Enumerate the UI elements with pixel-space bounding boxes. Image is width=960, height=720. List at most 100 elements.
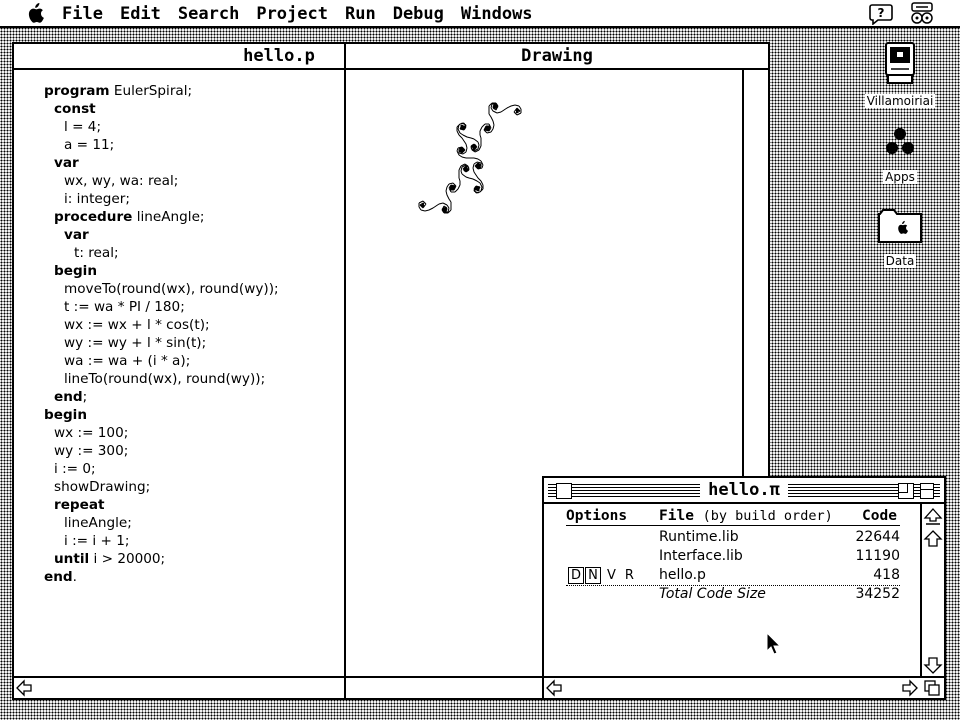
collapse-box-icon[interactable] [920, 483, 934, 499]
editor-title-bar[interactable]: hello.p [14, 44, 344, 70]
code-line: wa := wa + (i * a); [64, 353, 191, 369]
application-menu-icon[interactable] [908, 2, 936, 26]
project-vertical-scrollbar[interactable] [920, 504, 944, 676]
desktop-icon-disk[interactable]: Villamoiriai [858, 42, 942, 109]
close-box-icon[interactable] [556, 483, 572, 499]
code-keyword: var [54, 155, 79, 171]
code-line: var [44, 154, 279, 172]
project-title: hello.π [700, 482, 788, 499]
file-row-name[interactable]: Runtime.lib [659, 529, 739, 545]
scroll-down-arrow-icon[interactable] [923, 656, 943, 674]
drawing-canvas [418, 102, 522, 214]
code-line: end; [54, 389, 88, 405]
option-names-flag[interactable]: N [585, 567, 601, 584]
desktop-icon-data[interactable]: Data [872, 206, 928, 269]
svg-text:?: ? [878, 6, 885, 20]
code-line: var [44, 226, 279, 244]
code-keyword: repeat [54, 497, 105, 513]
code-keyword: end [54, 389, 83, 405]
menu-search[interactable]: Search [177, 4, 240, 24]
code-keyword: until [54, 551, 90, 567]
code-line: showDrawing; [54, 479, 151, 495]
project-window: hello.π Options File (by build order) Co… [542, 476, 946, 700]
code-keyword: begin [44, 407, 88, 423]
menu-file[interactable]: File [62, 4, 103, 24]
code-line: moveTo(round(wx), round(wy)); [64, 281, 279, 297]
code-line: i := i + 1; [64, 533, 130, 549]
option-r-flag[interactable]: R [624, 568, 634, 583]
file-row-code: 418 [873, 567, 900, 583]
total-code-size-value: 34252 [855, 586, 900, 602]
code-line: i := 0; [54, 461, 96, 477]
hard-disk-icon [885, 42, 915, 84]
code-line: lineTo(round(wx), round(wy)); [64, 371, 266, 387]
desktop-icon-label: Apps [883, 170, 917, 184]
code-line: t: real; [74, 245, 119, 261]
editor-horizontal-scrollbar[interactable] [14, 676, 344, 698]
menu-bar: File Edit Search Project Run Debug Windo… [0, 0, 960, 28]
data-folder-icon [878, 209, 922, 243]
help-balloon-icon[interactable]: ? [869, 3, 893, 25]
code-line: i: integer; [64, 191, 130, 207]
code-line: begin [44, 406, 279, 424]
editor-title: hello.p [243, 46, 315, 66]
menu-edit[interactable]: Edit [119, 4, 161, 24]
column-header-file[interactable]: File (by build order) [659, 508, 833, 524]
code-line: repeat [44, 496, 279, 514]
code-line: l = 4; [64, 119, 102, 135]
desktop-icon-label: Villamoiriai [864, 94, 936, 108]
total-divider [566, 585, 900, 586]
euler-spiral-drawing [418, 102, 522, 214]
code-line: lineAngle; [64, 515, 132, 531]
size-box-icon[interactable] [922, 678, 942, 698]
file-row-code: 22644 [855, 529, 900, 545]
file-row-name[interactable]: Interface.lib [659, 548, 743, 564]
code-line: procedure lineAngle; [54, 209, 205, 225]
code-line: until i > 20000; [54, 551, 166, 567]
file-row-code: 11190 [855, 548, 900, 564]
zoom-box-icon[interactable] [898, 483, 914, 499]
scroll-to-top-icon[interactable] [923, 508, 943, 526]
scroll-left-arrow-icon[interactable] [544, 678, 564, 698]
file-row-name[interactable]: hello.p [659, 567, 706, 583]
drawing-title: Drawing [521, 46, 593, 66]
scroll-left-arrow-icon[interactable] [14, 678, 34, 698]
menu-windows[interactable]: Windows [460, 4, 533, 24]
column-header-options[interactable]: Options [566, 508, 628, 524]
code-line: begin [44, 262, 279, 280]
mouse-cursor-icon [766, 632, 782, 655]
drawing-title-bar[interactable]: Drawing [346, 44, 768, 70]
desktop-icon-label: Data [883, 254, 917, 268]
header-divider [566, 525, 900, 526]
menu-debug[interactable]: Debug [392, 4, 444, 24]
column-header-code[interactable]: Code [862, 508, 897, 524]
code-keyword: begin [54, 263, 98, 279]
project-title-bar[interactable]: hello.π [544, 478, 944, 504]
total-code-size-label: Total Code Size [659, 586, 766, 602]
code-keyword: var [64, 227, 89, 243]
option-debug-flag[interactable]: D [568, 567, 584, 584]
code-keyword: program [44, 83, 110, 99]
option-v-flag[interactable]: V [607, 568, 616, 583]
code-line: wy := 300; [54, 443, 129, 459]
code-line: program EulerSpiral; [44, 83, 193, 99]
code-line: const [44, 100, 279, 118]
desktop-icon-apps[interactable]: Apps [872, 124, 928, 185]
code-line: t := wa * PI / 180; [64, 299, 185, 315]
code-keyword: end [44, 569, 73, 585]
apple-menu-icon[interactable] [26, 3, 44, 23]
scroll-right-arrow-icon[interactable] [900, 678, 920, 698]
code-line: wx, wy, wa: real; [64, 173, 179, 189]
code-line: end. [44, 569, 77, 585]
scroll-up-arrow-icon[interactable] [923, 530, 943, 548]
code-keyword: procedure [54, 209, 133, 225]
apps-folder-icon [886, 128, 914, 154]
menu-run[interactable]: Run [344, 4, 376, 24]
project-horizontal-scrollbar[interactable] [544, 676, 944, 698]
code-keyword: const [54, 101, 96, 117]
code-line: wy := wy + l * sin(t); [64, 335, 207, 351]
menu-project[interactable]: Project [256, 4, 328, 24]
